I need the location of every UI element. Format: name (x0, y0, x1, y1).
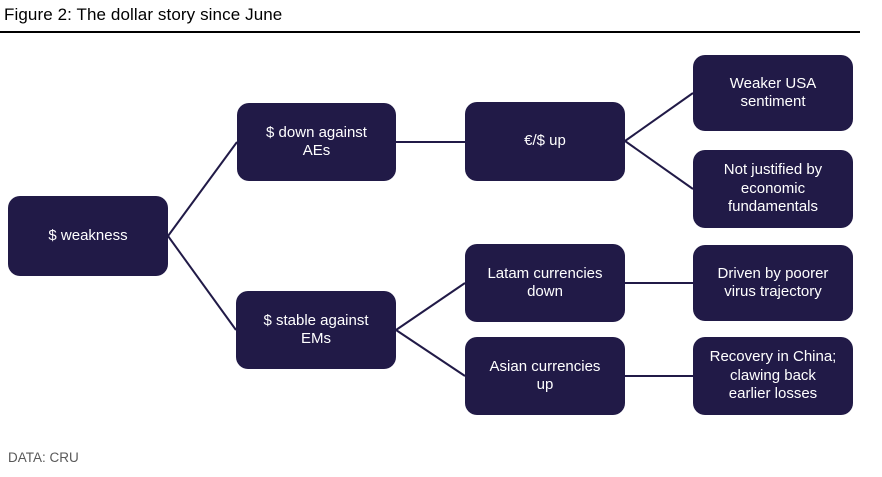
figure-title: Figure 2: The dollar story since June (4, 5, 283, 24)
node-recovery-china: Recovery in China; clawing back earlier … (693, 337, 853, 415)
connector-eurusd-notjustified (624, 140, 694, 190)
node-virus-trajectory: Driven by poorer virus trajectory (693, 245, 853, 321)
connector-weakness-stableems (167, 235, 237, 331)
connector-stableems-latam (395, 282, 466, 331)
node-dollar-weakness: $ weakness (8, 196, 168, 276)
node-asian-currencies-up: Asian currencies up (465, 337, 625, 415)
node-latam-currencies-down: Latam currencies down (465, 244, 625, 322)
node-down-against-aes: $ down against AEs (237, 103, 396, 181)
data-source: DATA: CRU (8, 450, 79, 465)
node-not-justified: Not justified by economic fundamentals (693, 150, 853, 228)
node-eur-usd-up: €/$ up (465, 102, 625, 181)
node-weaker-usa-sentiment: Weaker USA sentiment (693, 55, 853, 131)
figure-header: Figure 2: The dollar story since June (0, 0, 860, 33)
connector-eurusd-weakerusa (624, 92, 694, 142)
node-stable-against-ems: $ stable against EMs (236, 291, 396, 369)
connector-stableems-asian (395, 329, 466, 377)
connector-weakness-downaes (167, 141, 238, 237)
